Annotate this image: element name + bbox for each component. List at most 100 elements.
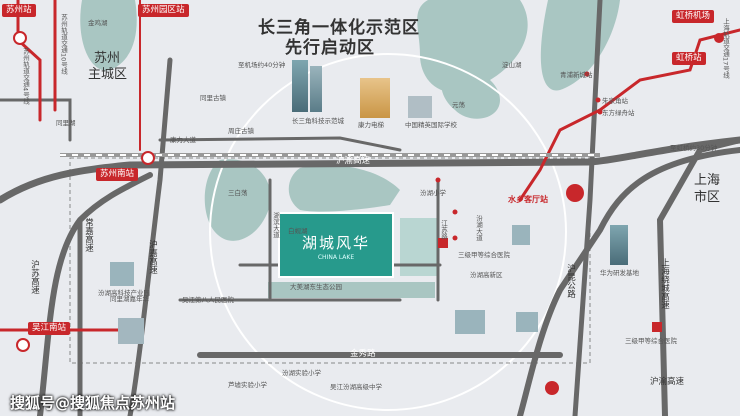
poi-danshan-park: 大美湖东生态公园 <box>290 283 342 291</box>
station-marker-hub <box>566 184 584 202</box>
water-yuandang <box>417 0 528 93</box>
road-changjia-2 <box>127 57 173 416</box>
station-tag-wujiang-south[interactable]: 吴江南站 <box>28 322 71 335</box>
road-label-south: 沪渝高速 <box>650 377 685 387</box>
road-kangli <box>158 136 402 152</box>
water-fenhu-lake <box>288 165 400 212</box>
road-label-husu: 沪苏高速 <box>29 260 40 294</box>
food-park-building <box>118 318 144 344</box>
poi-qingpu: 青浦新城站 <box>560 71 593 79</box>
poi-zhujiajiao: 朱家角站 <box>602 97 628 105</box>
boundary-dash <box>69 157 591 364</box>
region-suzhou-line2: 主城区 <box>88 67 128 82</box>
poi-dongfang: 东方绿舟站 <box>602 109 635 117</box>
road-label-huyu: 沪渝高速 <box>336 156 371 166</box>
poi-sanbaidang: 三白荡 <box>228 189 248 197</box>
metro-line17 <box>518 28 740 202</box>
road-label-hujia: 沪嘉高速 <box>147 240 158 274</box>
hospital-building <box>512 225 530 245</box>
metro-label-line17: 上海轨道交通17号线 <box>721 18 730 79</box>
industrial-building <box>110 262 134 286</box>
poi-tongli: 同里古镇 <box>200 94 226 102</box>
station-tag-suzhou[interactable]: 苏州站 <box>2 4 36 17</box>
road-label-hulu: 金秀路 <box>350 349 376 359</box>
poi-kangli: 康力电梯 <box>358 121 384 129</box>
station-marker-suzhou-south <box>141 151 155 165</box>
station-label-hub: 水乡客厅站 <box>508 195 548 204</box>
huawei-building <box>610 225 628 265</box>
station-marker-suzhou <box>13 31 27 45</box>
poi-hospital-2: 三级甲等综合医院 <box>625 337 677 345</box>
station-tag-hongqiao[interactable]: 虹桥站 <box>672 52 706 65</box>
water-sanbaidang <box>204 159 271 241</box>
park-east <box>400 218 438 276</box>
metro-line4 <box>16 0 42 122</box>
road-label-changjia: 常嘉高速 <box>83 218 94 252</box>
poi-fenhu-cbd: 汾湖高新区 <box>470 271 503 279</box>
hospital-building-2 <box>455 310 485 334</box>
road-label-kangli: 康力大道 <box>170 136 196 144</box>
poi-luxu: 芦墟实验小学 <box>228 381 267 389</box>
water-jinji-lake <box>80 0 137 71</box>
road-hujiang <box>572 0 603 416</box>
hospital-icon-2 <box>652 322 662 332</box>
kangli-building <box>360 78 390 118</box>
station-tag-hongqiao-airport[interactable]: 虹桥机场 <box>672 10 715 23</box>
school-building <box>408 96 432 118</box>
poi-school-1: 汾湖小学 <box>420 189 446 197</box>
dot-dongfang <box>597 109 603 115</box>
poi-fenhu-exp: 汾湖实验小学 <box>282 369 321 377</box>
road-suzhou-link <box>0 98 72 142</box>
poi-zhoujiang: 周庄古镇 <box>228 127 254 135</box>
dot-school-3 <box>452 235 458 241</box>
school-building-2 <box>516 312 538 332</box>
poi-zhongyi: 中国精英国际学校 <box>405 121 457 129</box>
dot-qingpu <box>584 71 590 77</box>
project-subtitle: CHINA LAKE <box>317 254 355 261</box>
poi-fenhu-sci: 长三角科技示范城 <box>292 117 344 125</box>
road-label-husun: 沪昆公路 <box>565 264 576 298</box>
region-shanghai-line2: 市区 <box>694 190 721 205</box>
poi-white-lake: 白蚬湖 <box>288 227 308 235</box>
poi-fenhu-tech: 汾湖高科技产业园 <box>98 289 150 297</box>
dot-school-2 <box>435 177 441 183</box>
poi-yuandang: 元荡 <box>452 101 465 109</box>
station-marker-hongqiao-airport <box>714 33 724 43</box>
metro-label-line10: 苏州轨道交通10号线 <box>59 14 68 75</box>
road-label-lakeshore: 湖滨大道 <box>271 212 280 238</box>
station-marker-south <box>545 381 559 395</box>
poi-dist-sh: 至虹桥约30分钟 <box>670 144 718 152</box>
dot-school-1 <box>452 209 458 215</box>
poi-shops: 同里湖嘉年华 <box>110 295 149 303</box>
road-label-fenhu: 汾湖大道 <box>474 215 483 241</box>
project-name: 湖城风华 <box>301 234 370 252</box>
region-shanghai-line1: 上海 <box>694 173 721 188</box>
station-tag-suzhou-south[interactable]: 苏州南站 <box>96 168 139 181</box>
station-marker-wujiang-south <box>16 338 30 352</box>
project-block[interactable]: 湖城风华 CHINA LAKE <box>278 212 394 278</box>
poi-jinji: 金鸡湖 <box>88 19 108 27</box>
metro-label-line4: 苏州轨道交通4号线 <box>21 48 30 105</box>
road-label-ring: 上海绕城高速 <box>659 258 670 309</box>
region-suzhou-line1: 苏州 <box>94 51 121 66</box>
poi-hospital-1: 三级甲等综合医院 <box>458 251 510 259</box>
road-husu-highway <box>37 172 153 416</box>
poi-wujiang-fenhu: 吴江汾湖高级中学 <box>330 383 382 391</box>
headline-line1: 长三角一体化示范区 <box>258 18 420 38</box>
park-strip <box>268 282 435 298</box>
tower-building-2 <box>310 66 322 112</box>
road-label-jiangsu: 江苏路 <box>439 220 448 240</box>
poi-huawei: 华为研发基地 <box>600 269 639 277</box>
road-shanghai-ring <box>656 137 740 416</box>
road-husun-highway <box>517 147 740 416</box>
tower-building-1 <box>292 60 308 112</box>
hospital-icon-1 <box>438 238 448 248</box>
water-island-lake <box>441 68 500 119</box>
poi-dist-sz: 至机场约40分钟 <box>238 61 286 69</box>
poi-dianshan: 淀山湖 <box>502 61 522 69</box>
station-tag-suzhou-garden[interactable]: 苏州园区站 <box>138 4 189 17</box>
radius-circle <box>209 53 567 411</box>
poi-wujiang-people: 吴江第八人民医院 <box>182 296 234 304</box>
